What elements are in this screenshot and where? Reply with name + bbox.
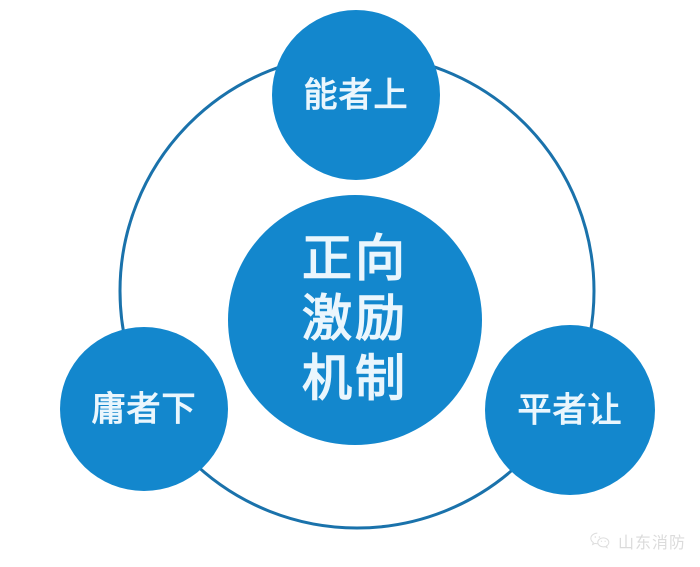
watermark: 山东消防: [589, 529, 686, 553]
node-core-label-line-2: 激励: [302, 290, 408, 348]
node-bottom-left[interactable]: 庸者下: [60, 327, 228, 491]
node-top-circle[interactable]: [272, 10, 440, 180]
watermark-text: 山东消防: [617, 533, 686, 552]
node-bottom-left-label: 庸者下: [92, 390, 197, 430]
node-bottom-right-label: 平者让: [518, 391, 623, 431]
node-bottom-right[interactable]: 平者让: [485, 325, 655, 495]
wechat-logo-icon: [590, 532, 610, 549]
node-bottom-left-circle[interactable]: [60, 327, 228, 491]
node-core-circle[interactable]: [228, 195, 482, 445]
node-core[interactable]: 正向 激励 机制: [228, 195, 482, 445]
node-core-label-line-1: 正向: [302, 230, 408, 288]
node-top-label: 能者上: [304, 76, 409, 116]
node-core-label-line-3: 机制: [302, 350, 408, 408]
node-top[interactable]: 能者上: [272, 10, 440, 180]
node-bottom-right-circle[interactable]: [485, 325, 655, 495]
